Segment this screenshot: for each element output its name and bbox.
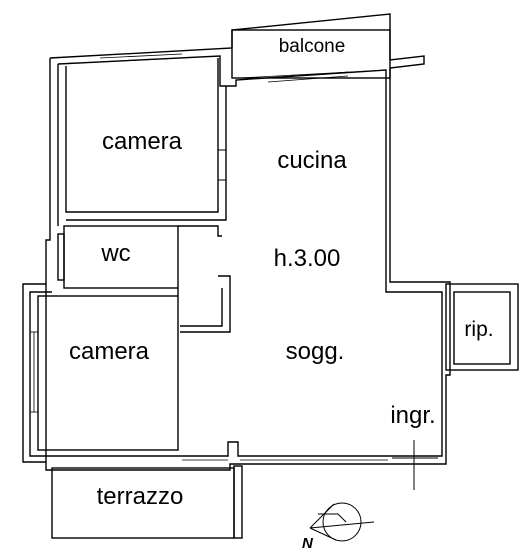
label-terrazzo: terrazzo (97, 483, 184, 510)
window-camera-top (99, 53, 183, 63)
balcony-outline (231, 29, 391, 83)
camera-top-walls (65, 58, 227, 221)
label-ripostiglio: rip. (464, 318, 493, 341)
door-jamb (180, 275, 231, 333)
label-cucina: cucina (277, 147, 347, 174)
ripostiglio-walls (445, 283, 519, 371)
terrazzo-outline (51, 465, 243, 539)
wc-walls (57, 225, 222, 296)
label-ingresso: ingr. (390, 402, 435, 429)
label-soggiorno: sogg. (286, 338, 345, 365)
entrance-door (392, 440, 438, 490)
label-balcone: balcone (279, 36, 346, 57)
label-camera-bottom: camera (69, 338, 150, 365)
north-label: N (302, 535, 314, 552)
north-arrow-icon: N (302, 502, 375, 552)
label-wc: wc (100, 240, 130, 267)
outer-walls (22, 13, 451, 471)
label-camera-top: camera (102, 128, 183, 155)
label-height: h.3.00 (274, 245, 341, 272)
camera-bottom-walls (29, 295, 179, 451)
